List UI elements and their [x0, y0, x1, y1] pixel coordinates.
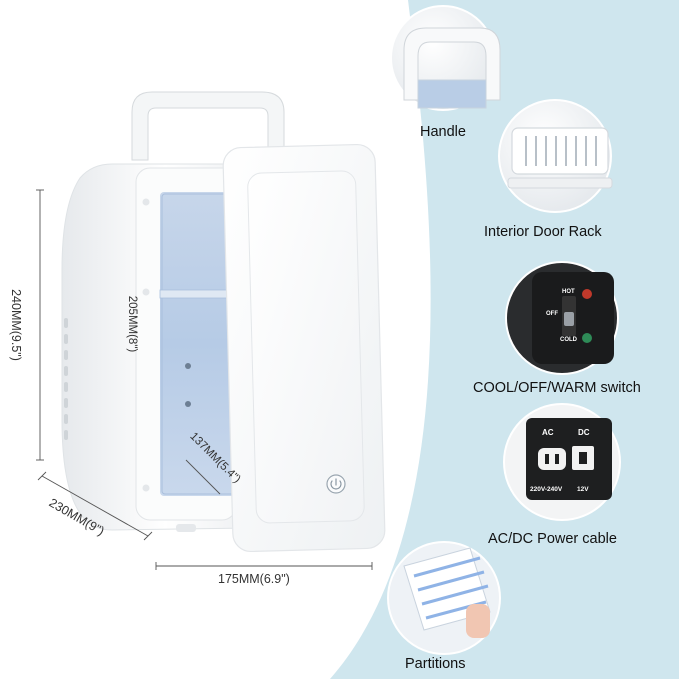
- feature-label-switch: COOL/OFF/WARM switch: [473, 380, 641, 396]
- power-icon: [330, 478, 342, 490]
- feature-thumb-switch: [505, 261, 619, 375]
- dim-height: 240MM(9.5"): [8, 289, 23, 361]
- feature-thumb-partitions: [387, 541, 501, 655]
- screw: [185, 363, 191, 369]
- screw: [185, 401, 191, 407]
- feature-label-handle: Handle: [420, 124, 466, 140]
- switch-hot-label: HOT: [562, 289, 575, 295]
- power-ac-voltage: 220V-240V: [530, 486, 563, 493]
- dimension-lines: [36, 189, 373, 570]
- power-ac-label: AC: [542, 428, 554, 437]
- feature-label-power: AC/DC Power cable: [488, 531, 617, 547]
- mini-fridge: [61, 91, 386, 553]
- background-blue-panel: [330, 0, 679, 679]
- dim-width: 175MM(6.9"): [218, 572, 290, 586]
- power-dc-label: DC: [578, 428, 590, 437]
- mirror-panel: [247, 170, 365, 524]
- power-dc-voltage: 12V: [577, 486, 589, 493]
- interior: [160, 192, 238, 496]
- feature-thumb-power: [503, 403, 621, 521]
- feature-thumb-handle: [390, 5, 501, 111]
- switch-cold-label: COLD: [560, 337, 577, 343]
- dim-inner-height: 205MM(8"): [126, 295, 139, 353]
- side-vents: [64, 318, 68, 440]
- feature-thumb-door-rack: [498, 99, 613, 213]
- switch-off-label: OFF: [546, 311, 558, 317]
- feature-label-partitions: Partitions: [405, 656, 466, 672]
- feature-label-door-rack: Interior Door Rack: [484, 224, 602, 240]
